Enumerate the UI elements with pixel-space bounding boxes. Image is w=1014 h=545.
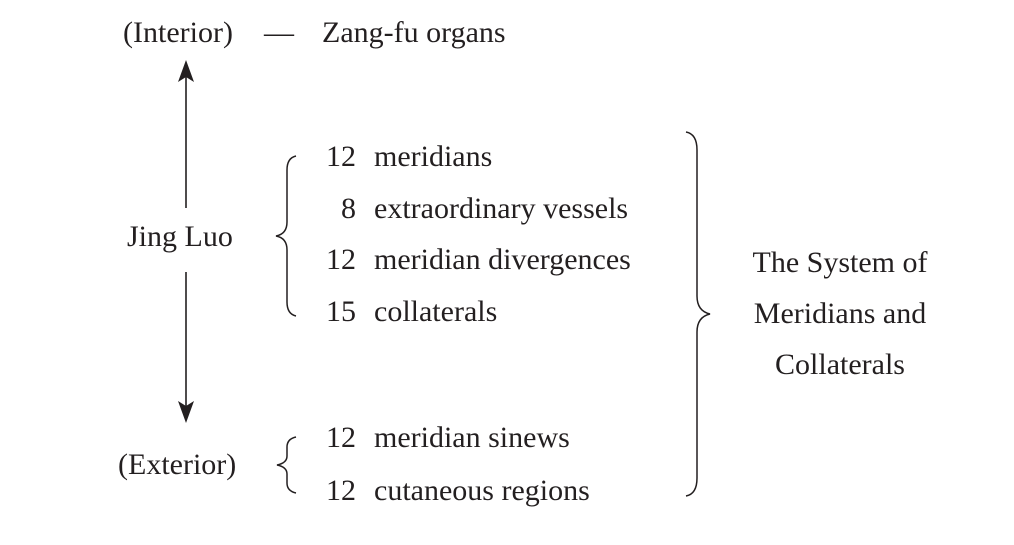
jing-luo-item-number: 12 xyxy=(326,243,356,276)
system-label-line-2: Meridians and xyxy=(753,297,927,330)
exterior-item-text: cutaneous regions xyxy=(374,474,590,507)
jing-luo-item-text: meridian divergences xyxy=(374,243,631,276)
jing-luo-item-text: extraordinary vessels xyxy=(374,192,629,225)
jing-luo-label: Jing Luo xyxy=(127,220,233,253)
zang-fu-organs-label: Zang-fu organs xyxy=(322,16,506,49)
exterior-label: (Exterior) xyxy=(118,448,237,481)
arrow-down-head xyxy=(178,401,194,423)
system-brace xyxy=(685,131,711,497)
jing-luo-item-text: meridians xyxy=(374,140,493,173)
jing-luo-item-text: collaterals xyxy=(374,295,498,328)
exterior-brace xyxy=(276,436,297,494)
jing-luo-item-number: 15 xyxy=(326,295,356,328)
system-label-line-1: The System of xyxy=(752,246,928,279)
exterior-item-number: 12 xyxy=(326,474,356,507)
system-label-line-3: Collaterals xyxy=(775,348,905,381)
interior-dash: — xyxy=(264,16,294,49)
interior-label: (Interior) xyxy=(123,16,233,49)
jing-luo-item-number: 8 xyxy=(341,192,356,225)
jing-luo-brace xyxy=(275,155,297,317)
jing-luo-item-number: 12 xyxy=(326,140,356,173)
exterior-item-text: meridian sinews xyxy=(374,421,570,454)
arrow-up-head xyxy=(178,60,194,82)
exterior-item-number: 12 xyxy=(326,421,356,454)
